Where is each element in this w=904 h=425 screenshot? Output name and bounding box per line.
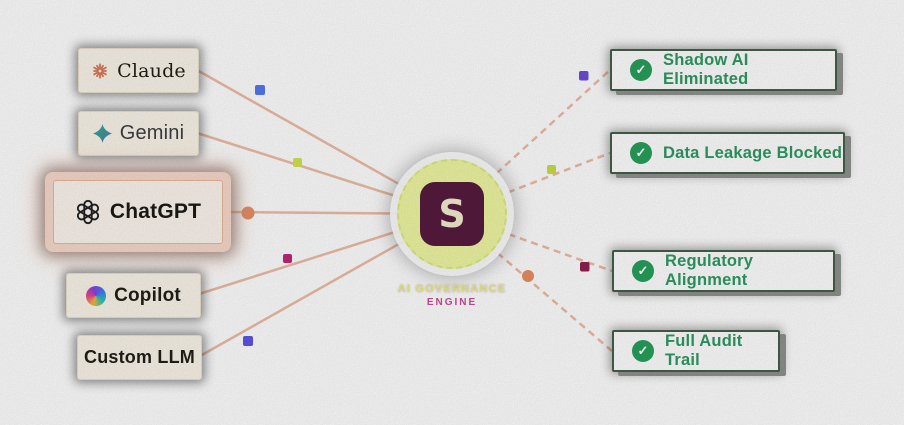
hub-label-line2: ENGINE: [426, 296, 478, 308]
outcome-card-data-leakage: ✓ Data Leakage Blocked: [610, 132, 845, 174]
outcome-label: Data Leakage Blocked: [663, 143, 843, 162]
outcome-card-regulatory: ✓ Regulatory Alignment: [612, 250, 835, 292]
source-card-label: ChatGPT: [109, 200, 202, 223]
outcome-label: Regulatory Alignment: [665, 252, 754, 289]
packet-lime-gemini-line: [293, 158, 302, 167]
hub-label: AI GOVERNANCE ENGINE: [352, 283, 552, 309]
checkmark-icon: ✓: [630, 142, 652, 164]
source-card-label: Claude: [117, 59, 186, 82]
packet-maroon-regulatory-line: [580, 262, 590, 272]
source-card-chatgpt: ChatGPT: [53, 180, 223, 244]
outcome-card-full-audit: ✓ Full Audit Trail: [612, 330, 780, 372]
check-glyph: ✓: [635, 145, 647, 160]
check-glyph: ✓: [637, 263, 649, 278]
source-card-claude: Claude: [78, 48, 199, 93]
packet-orange-chatgpt-line: [241, 206, 255, 220]
hub-logo-letter: S: [438, 192, 466, 236]
gemini-sparkle-icon: [92, 124, 112, 143]
openai-logo-icon: [75, 199, 101, 225]
claude-starburst-icon: [91, 62, 109, 80]
copilot-logo-icon: [86, 285, 107, 306]
checkmark-icon: ✓: [632, 340, 654, 362]
outcome-label: Shadow AI Eliminated: [663, 51, 749, 88]
source-card-label: Gemini: [119, 122, 185, 144]
hub-s-logo: S: [420, 182, 484, 246]
check-glyph: ✓: [635, 62, 647, 77]
packet-magenta-copilot-line: [283, 254, 292, 263]
packet-orange-audit-line: [522, 270, 534, 282]
packet-purple-shadow-line: [579, 71, 589, 81]
outcome-card-shadow-ai: ✓ Shadow AI Eliminated: [610, 49, 837, 91]
source-card-label: Custom LLM: [84, 347, 195, 367]
source-card-label: Copilot: [114, 284, 181, 306]
outcome-label: Full Audit Trail: [665, 332, 743, 369]
hub-label-line1: AI GOVERNANCE: [397, 283, 507, 295]
packet-indigo-custom-line: [243, 336, 253, 346]
source-card-copilot: Copilot: [66, 273, 201, 318]
source-card-gemini: Gemini: [78, 111, 199, 156]
check-glyph: ✓: [637, 343, 649, 358]
checkmark-icon: ✓: [630, 59, 652, 81]
packet-lime-leakage-line: [547, 165, 556, 174]
source-card-custom-llm: Custom LLM: [77, 335, 202, 380]
governance-hub-circle: S: [397, 159, 507, 269]
checkmark-icon: ✓: [632, 260, 654, 282]
source-card-chatgpt-highlight: ChatGPT: [45, 172, 231, 252]
packet-blue-claude-line: [255, 85, 265, 95]
